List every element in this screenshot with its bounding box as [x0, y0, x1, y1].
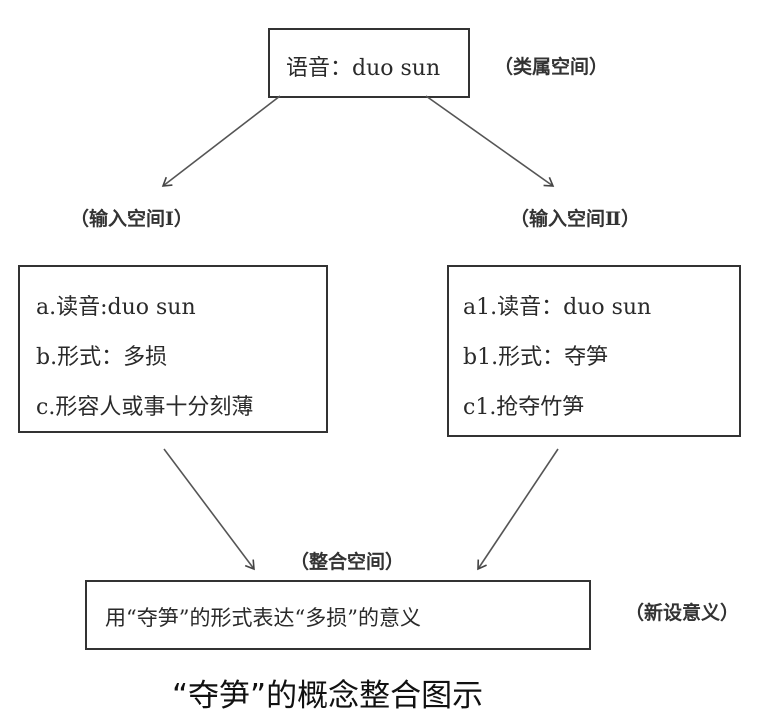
generic-space-label: （类属空间）	[494, 56, 609, 78]
input-space-2-label: （输入空间Ⅱ）	[510, 208, 641, 230]
input-space-2-line-a1: a1.读音：duo sun	[463, 295, 652, 320]
input-space-2-line-b1: b1.形式：夺笋	[463, 345, 609, 370]
input-space-1-box: a.读音:duo sun b.形式：多损 c.形容人或事十分刻薄	[18, 265, 328, 433]
input-space-1-line-c: c.形容人或事十分刻薄	[36, 395, 254, 420]
input-space-2-line-c1: c1.抢夺竹笋	[463, 395, 585, 420]
input-space-1-line-a: a.读音:duo sun	[36, 295, 196, 320]
input-space-1-label: （输入空间Ⅰ）	[70, 208, 193, 230]
generic-space-box: 语音：duo sun	[268, 28, 470, 98]
blended-space-label: （整合空间）	[290, 551, 405, 573]
arrow-input1-to-blend	[163, 448, 255, 571]
arrow-generic-to-input2	[425, 95, 555, 187]
blended-space-text: 用“夺笋”的形式表达“多损”的意义	[105, 606, 421, 630]
generic-space-text: 语音：duo sun	[286, 56, 441, 81]
emergent-meaning-label: （新设意义）	[625, 602, 740, 624]
arrow-generic-to-input1	[161, 95, 281, 187]
arrow-input2-to-blend	[477, 448, 559, 571]
blended-space-box: 用“夺笋”的形式表达“多损”的意义	[85, 580, 591, 650]
input-space-2-box: a1.读音：duo sun b1.形式：夺笋 c1.抢夺竹笋	[447, 265, 741, 437]
figure-caption: “夺笋”的概念整合图示	[172, 678, 484, 714]
input-space-1-line-b: b.形式：多损	[36, 345, 168, 370]
